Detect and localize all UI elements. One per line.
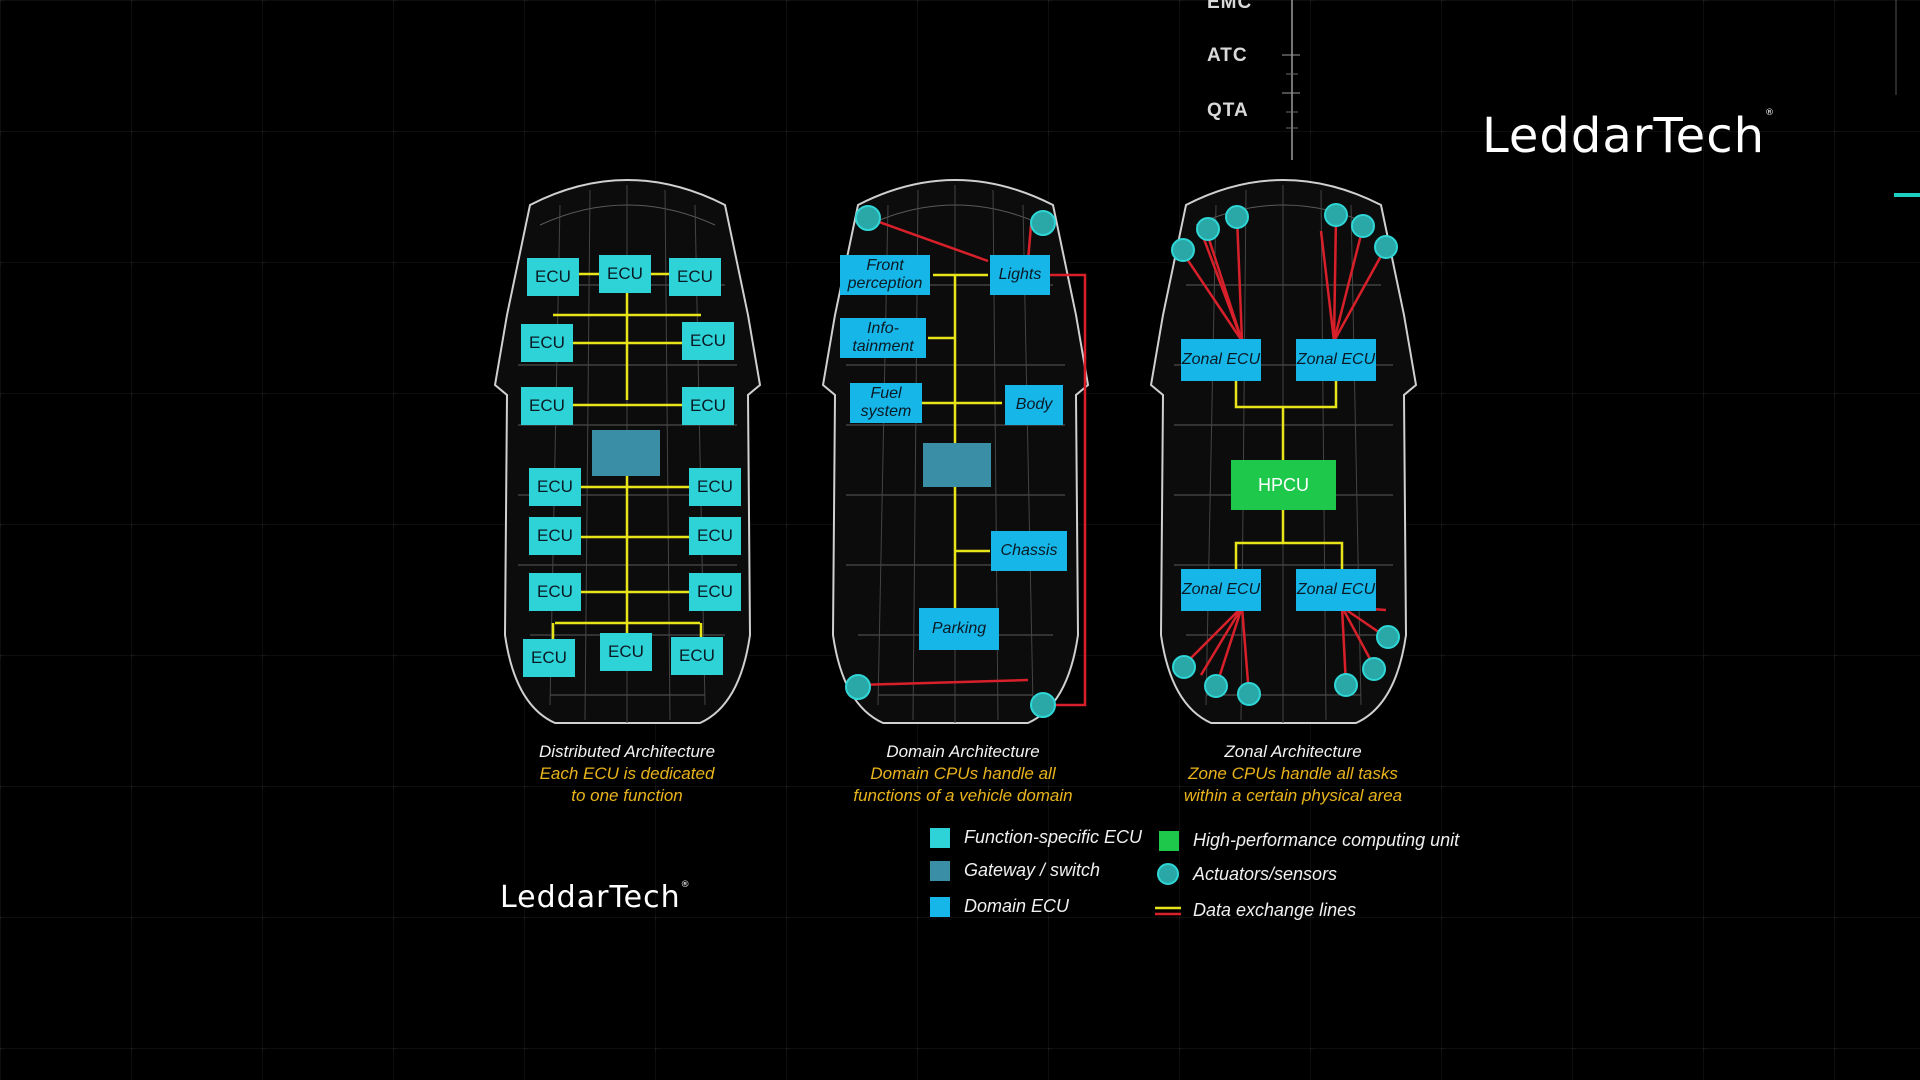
legend-label: Domain ECU [964,896,1070,916]
caption-description: Each ECU is dedicated [539,764,715,783]
hud-label-emc: EMC [1207,0,1253,13]
legend-swatch [1159,830,1179,851]
parking-box: Parking [919,608,999,650]
ecu-box: ECU [682,387,734,425]
front-perception-box: Front perception [840,255,930,295]
legend-label: Gateway / switch [964,860,1101,880]
gateway-switch-box [923,443,991,487]
ecu-box: ECU [600,633,652,671]
hpcu-box: HPCU [1231,460,1336,510]
leddartech-logo-bottom: LeddarTech® [500,880,691,915]
ecu-box: ECU [689,573,741,611]
ecu-box: ECU [529,517,581,555]
data-line-icon [1155,906,1181,915]
ecu-box: ECU [521,324,573,362]
ecu-box: ECU [682,322,734,360]
legend-swatch [930,860,950,881]
legend-domain-ecu: Domain ECU [930,896,1069,917]
zonal-ecu-front-left: Zonal ECU [1181,339,1261,381]
gateway-switch-box [592,430,660,476]
legend-gateway: Gateway / switch [930,860,1100,881]
caption-title: Distributed Architecture [538,742,716,761]
distributed-architecture-car: ECU ECU ECU ECU ECU ECU ECU ECU ECU ECU … [490,165,765,730]
ecu-box: ECU [529,573,581,611]
caption-title: Domain Architecture [886,742,1040,761]
caption-title: Zonal Architecture [1224,742,1362,761]
car-wireframe [1149,179,1418,724]
legend-lines: Data exchange lines [1155,900,1356,921]
hud-label-atc: ATC [1207,45,1248,66]
body-box: Body [1005,385,1063,425]
ecu-box: ECU [529,468,581,506]
zonal-ecu-front-right: Zonal ECU [1296,339,1376,381]
leddartech-logo-top: LeddarTech® [1482,108,1776,164]
legend-hpcu: High-performance computing unit [1159,830,1459,851]
ecu-box: ECU [599,255,651,293]
ecu-box: ECU [689,468,741,506]
legend-label: High-performance computing unit [1193,830,1460,850]
hud-label-qta: QTA [1207,100,1249,121]
infotainment-box: Info-tainment [840,318,926,358]
legend-swatch [930,827,950,848]
ecu-box: ECU [671,637,723,675]
ecu-box: ECU [669,258,721,296]
legend-actuators: Actuators/sensors [1157,863,1337,885]
zonal-ecu-rear-right: Zonal ECU [1296,569,1376,611]
caption-description: functions of a vehicle domain [853,786,1073,805]
lights-box: Lights [990,255,1050,295]
zonal-architecture-car: Zonal ECU Zonal ECU HPCU Zonal ECU Zonal… [1146,165,1421,730]
caption-description: Domain CPUs handle all [870,764,1056,783]
legend-function-ecu: Function-specific ECU [930,827,1142,848]
legend-label: Data exchange lines [1193,900,1357,920]
distributed-caption: Distributed Architecture Each ECU is ded… [467,741,787,807]
zonal-caption: Zonal Architecture Zone CPUs handle all … [1133,741,1453,807]
domain-caption: Domain Architecture Domain CPUs handle a… [803,741,1123,807]
ecu-box: ECU [521,387,573,425]
ecu-box: ECU [527,258,579,296]
domain-architecture-car: Front perception Lights Info-tainment Fu… [818,165,1093,730]
chassis-box: Chassis [991,531,1067,571]
legend-label: Actuators/sensors [1193,863,1338,884]
fuel-system-box: Fuel system [850,383,922,423]
caption-description: Zone CPUs handle all tasks [1188,764,1398,783]
ecu-box: ECU [523,639,575,677]
legend-label: Function-specific ECU [964,827,1143,847]
legend-swatch [930,896,950,917]
caption-description: within a certain physical area [1183,786,1403,805]
caption-description: to one function [571,786,683,805]
zonal-ecu-rear-left: Zonal ECU [1181,569,1261,611]
sensor-icon [1157,863,1179,885]
ecu-box: ECU [689,517,741,555]
